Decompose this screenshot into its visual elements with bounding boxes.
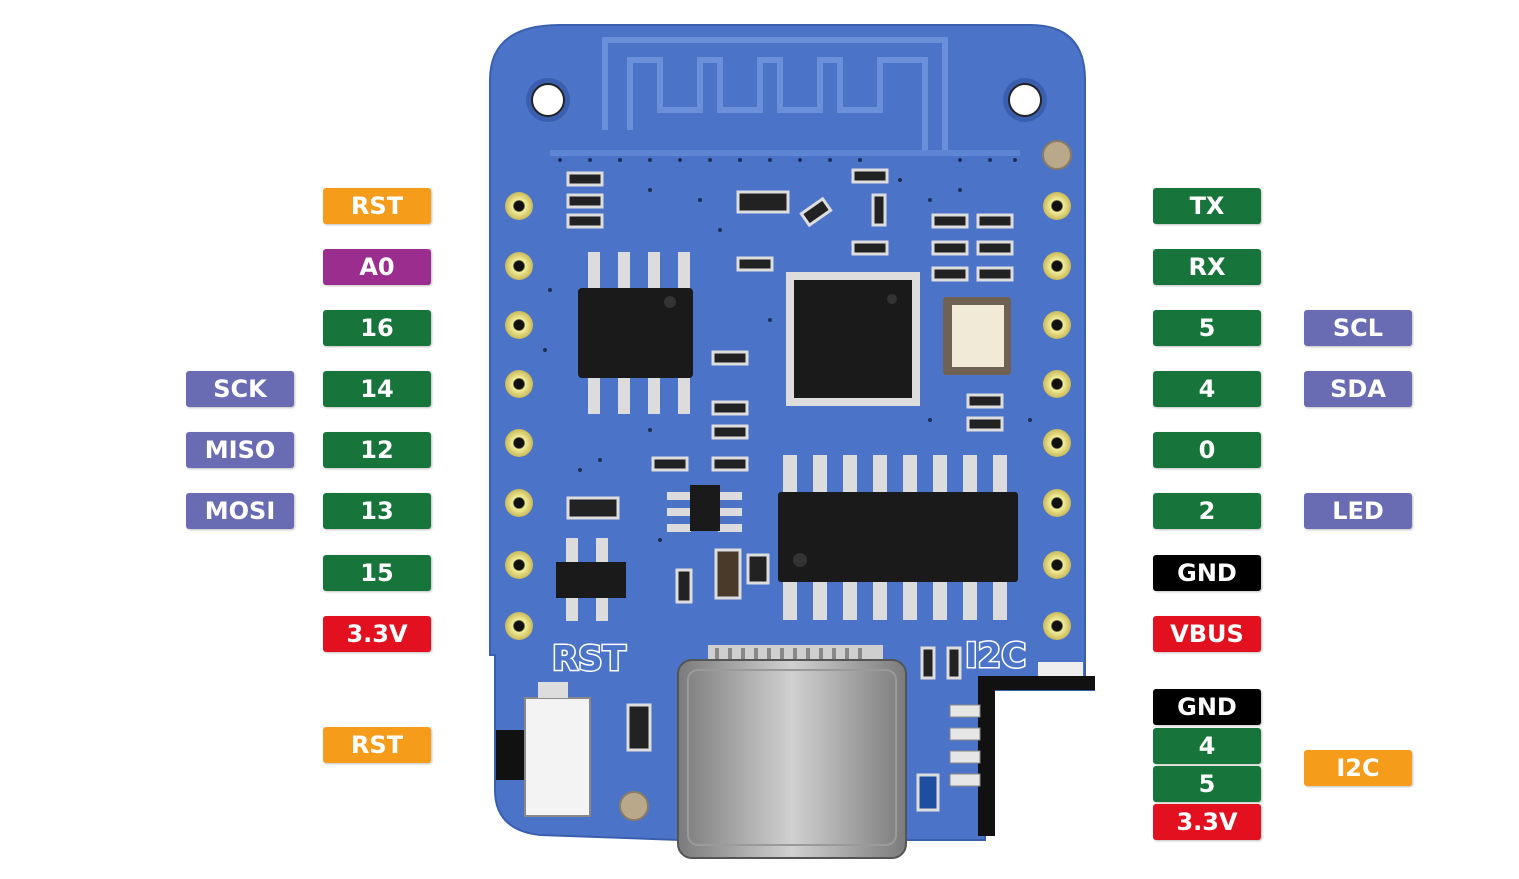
- function-label-scl: SCL: [1304, 310, 1412, 346]
- reset-button-label: RST: [323, 727, 431, 763]
- antenna-trace: [602, 37, 948, 150]
- left-header-pads: [505, 192, 533, 640]
- ldo-chip: [556, 538, 626, 621]
- pin-label-16: 16: [323, 310, 431, 346]
- capacitor: [714, 548, 742, 600]
- pin-label-vbus: VBUS: [1153, 616, 1261, 652]
- right-header-pads: [619, 140, 1072, 821]
- i2c-label-5: 5: [1153, 766, 1261, 802]
- function-label-led: LED: [1304, 493, 1412, 529]
- crystal: [943, 297, 1011, 375]
- silk-rst: RST: [552, 639, 627, 679]
- pin-label-0: 0: [1153, 432, 1261, 468]
- pin-label-4: 4: [1153, 371, 1261, 407]
- i2c-label-4: 4: [1153, 728, 1261, 764]
- pin-label-rst: RST: [323, 188, 431, 224]
- regulator-chip: [667, 485, 742, 532]
- usb-c-connector: [677, 645, 907, 859]
- i2c-connector-label: I2C: [1304, 750, 1412, 786]
- pin-label-2: 2: [1153, 493, 1261, 529]
- pin-label-tx: TX: [1153, 188, 1261, 224]
- pin-label-a0: A0: [323, 249, 431, 285]
- i2c-label-3v3: 3.3V: [1153, 804, 1261, 840]
- via-dots: [543, 150, 1032, 542]
- pin-label-14: 14: [323, 371, 431, 407]
- pin-label-12: 12: [323, 432, 431, 468]
- reset-switch: [496, 682, 591, 817]
- function-label-sda: SDA: [1304, 371, 1412, 407]
- i2c-label-gnd: GND: [1153, 689, 1261, 725]
- usb-serial-chip: [778, 455, 1018, 620]
- flash-chip: [578, 252, 693, 414]
- function-label-miso: MISO: [186, 432, 294, 468]
- passive-components: [566, 168, 1014, 812]
- i2c-connector-body: [949, 662, 1095, 836]
- function-label-sck: SCK: [186, 371, 294, 407]
- pin-label-13: 13: [323, 493, 431, 529]
- function-label-mosi: MOSI: [186, 493, 294, 529]
- pin-label-rx: RX: [1153, 249, 1261, 285]
- esp8266-chip: [786, 272, 920, 406]
- pin-label-3v3: 3.3V: [323, 616, 431, 652]
- pin-label-5: 5: [1153, 310, 1261, 346]
- pcb-outline: [489, 24, 1095, 841]
- pin-label-15: 15: [323, 555, 431, 591]
- pin-label-gnd: GND: [1153, 555, 1261, 591]
- silk-i2c: I2C: [965, 636, 1026, 676]
